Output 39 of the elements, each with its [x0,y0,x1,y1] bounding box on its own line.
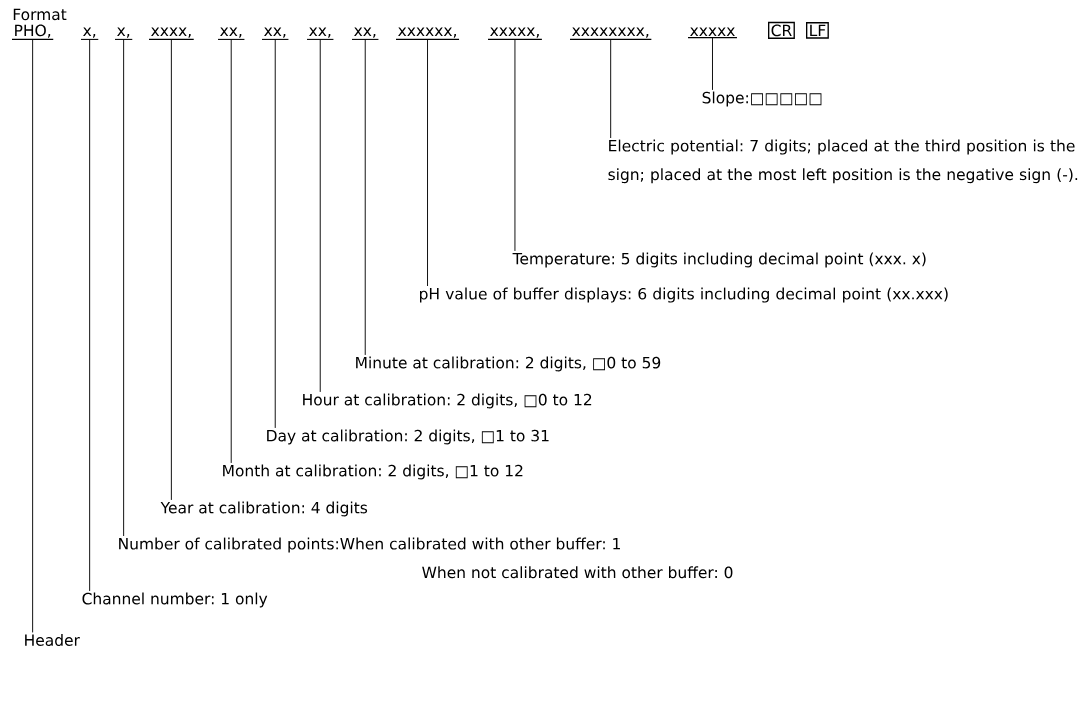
leader-line [274,38,276,429]
leader-line [230,38,232,464]
leader-line [610,38,612,139]
leader-line [427,38,428,287]
format-field: xxxx, [148,27,195,40]
key-box: CR [768,21,795,39]
leader-line [170,38,172,501]
description-text: Slope:□□□□□ [702,91,822,107]
title-text: Format [13,8,67,21]
format-field: x, [80,27,99,40]
description-text: pH value of buffer displays: 6 digits including decimal point (xx.xxx) [420,287,948,303]
format-field: xx, [306,27,334,40]
description-text: Temperature: 5 digits including decimal point (xxx. x) [512,252,926,268]
leader-line [123,38,125,537]
key-box: LF [806,22,829,39]
leader-line [514,38,516,252]
description-text: Minute at calibration: 2 digits, □0 to 59 [356,356,661,372]
description-text: Electric potential: 7 digits; placed at the third position is the sign; placed at the most left position is the negative sign (-). [608,139,1078,184]
description-text: Header [25,634,80,646]
format-field: xx, [217,27,245,40]
description-text: Number of calibrated points:When calibrated with other buffer: 1 When not calibrated with other buffer: 0 [119,537,733,579]
leader-line [89,38,91,592]
leader-line [712,37,713,91]
description-text: Hour at calibration: 2 digits, □0 to 12 [303,393,592,409]
format-field: PHO, [11,24,54,40]
leader-line [364,38,366,356]
format-field: xxxxxxxx, [569,27,652,40]
format-field: x, [114,27,133,40]
format-field: xxxxx, [487,27,543,40]
format-field: xxxxxx, [395,27,460,40]
format-field: xx, [261,27,289,40]
description-text: Year at calibration: 4 digits [160,501,368,517]
format-field: xx, [351,27,379,40]
description-text: Month at calibration: 2 digits, □1 to 12 [223,464,523,480]
description-text: Day at calibration: 2 digits, □1 to 31 [267,429,549,445]
format-field: xxxxx [687,27,738,39]
description-text: Channel number: 1 only [82,592,268,608]
leader-line [319,38,321,393]
leader-line [32,38,34,633]
